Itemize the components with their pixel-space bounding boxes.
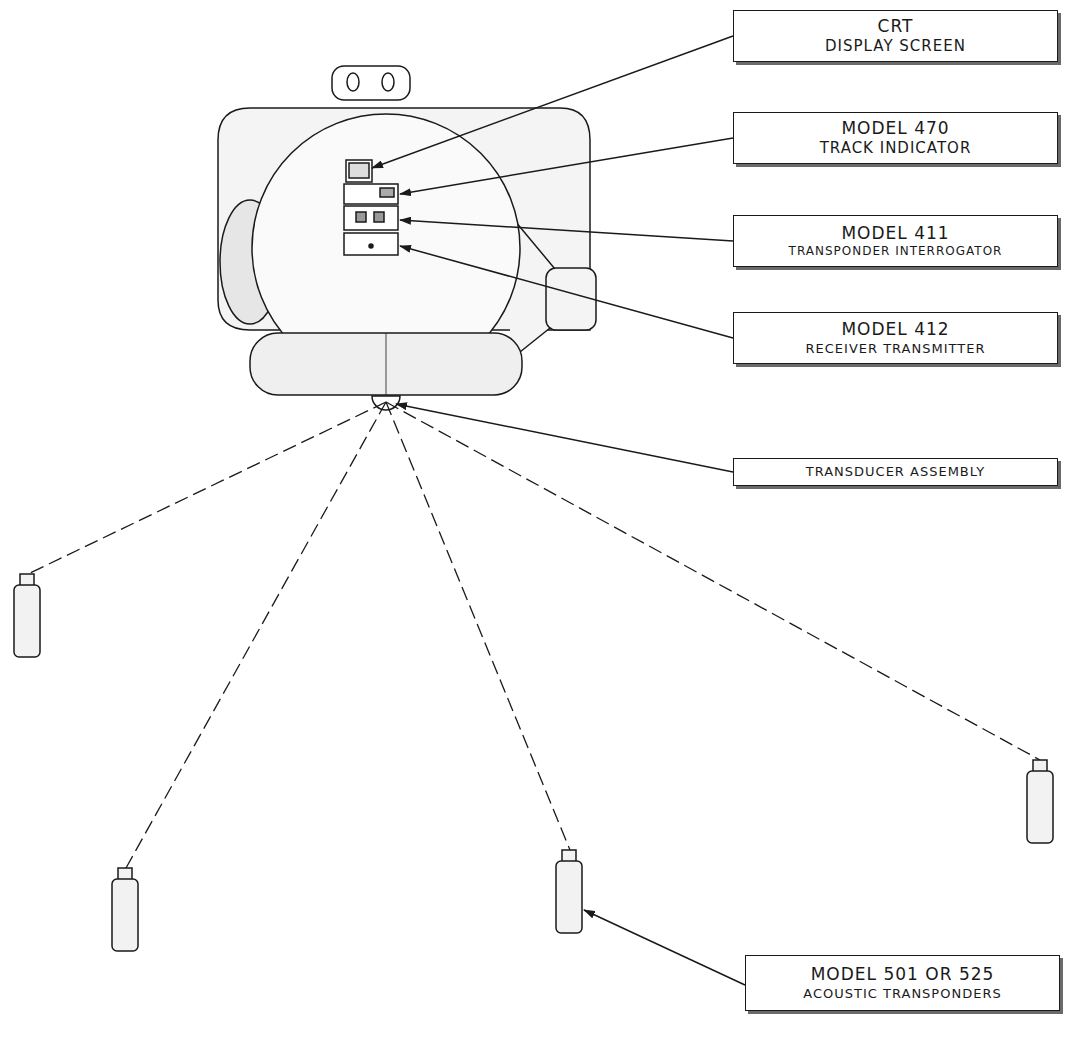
label-box: MODEL 470TRACK INDICATOR: [733, 112, 1058, 164]
box-text: DISPLAY SCREEN: [825, 37, 966, 56]
label-box: MODEL 412RECEIVER TRANSMITTER: [733, 312, 1058, 364]
box-heading: MODEL 411: [841, 223, 949, 244]
label-box: MODEL 501 OR 525ACOUSTIC TRANSPONDERS: [745, 955, 1060, 1011]
box-heading: MODEL 412: [841, 319, 949, 340]
box-heading: MODEL 501 OR 525: [811, 964, 995, 985]
label-box: MODEL 411TRANSPONDER INTERROGATOR: [733, 215, 1058, 267]
box-heading: MODEL 470: [841, 118, 949, 139]
box-heading: CRT: [878, 16, 914, 37]
label-box: CRTDISPLAY SCREEN: [733, 10, 1058, 62]
label-box: TRANSDUCER ASSEMBLY: [733, 458, 1058, 486]
box-text: TRACK INDICATOR: [820, 139, 972, 158]
box-text: RECEIVER TRANSMITTER: [806, 341, 986, 357]
box-text: ACOUSTIC TRANSPONDERS: [803, 986, 1001, 1002]
box-text: TRANSPONDER INTERROGATOR: [789, 244, 1003, 259]
box-heading: TRANSDUCER ASSEMBLY: [806, 464, 986, 480]
